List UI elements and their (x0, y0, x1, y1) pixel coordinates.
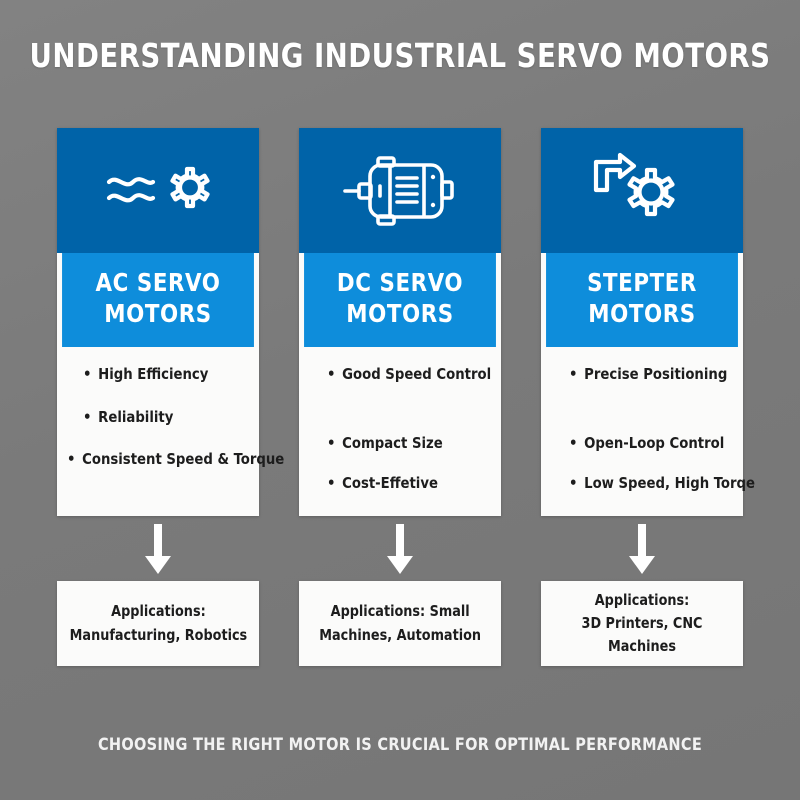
down-arrow-icon (629, 524, 655, 574)
list-item: Open-Loop Control (569, 434, 727, 453)
list-item: High Efficiency (83, 365, 243, 384)
application-box-stepper[interactable]: Applications: 3D Printers, CNC Machines (541, 581, 743, 666)
page-title: Understanding Industrial Servo Motors (29, 36, 771, 75)
motor-type-columns: AC SERVO MOTORS High Efficiency Reliabil… (57, 128, 755, 516)
arrow-head (629, 556, 655, 574)
card-title-line-2: MOTORS (104, 299, 212, 328)
application-text: Applications: Small Machines, Automation (319, 602, 481, 644)
dc-motor-icon (340, 155, 460, 227)
ac-waveform-gear-icon (103, 156, 213, 226)
card-body-ac-servo: High Efficiency Reliability Consistent S… (57, 347, 284, 516)
down-arrow-icon (387, 524, 413, 574)
down-arrow-icon (145, 524, 171, 574)
list-item: Low Speed, High Torqe (569, 474, 755, 493)
application-box-dc-servo[interactable]: Applications: Small Machines, Automation (299, 581, 501, 666)
card-icon-panel-stepper (541, 128, 743, 253)
arrow-slot-dc-servo (299, 524, 501, 576)
arrow-shaft (154, 524, 162, 558)
card-title-line-2: MOTORS (346, 299, 454, 328)
card-title-dc-servo: DC SERVO MOTORS (304, 253, 496, 347)
card-dc-servo[interactable]: DC SERVO MOTORS Good Speed Control Compa… (299, 128, 501, 516)
feature-list-ac-servo: High Efficiency Reliability Consistent S… (67, 365, 284, 469)
list-item: Precise Positioning (569, 365, 727, 384)
card-title-ac-servo: AC SERVO MOTORS (62, 253, 254, 347)
list-item: Compact Size (327, 434, 485, 453)
card-title-line-1: DC SERVO (336, 268, 464, 297)
feature-list-stepper: Precise Positioning Open-Loop Control Lo… (551, 365, 755, 493)
list-item: Cost-Effetive (327, 474, 485, 493)
arrow-slot-stepper (541, 524, 743, 576)
list-item: Good Speed Control (327, 365, 491, 384)
feature-list-dc-servo: Good Speed Control Compact Size Cost-Eff… (309, 365, 493, 493)
card-title-stepper: STEPTER MOTORS (546, 253, 738, 347)
application-box-ac-servo[interactable]: Applications: Manufacturing, Robotics (57, 581, 259, 666)
arrow-head (145, 556, 171, 574)
footer-tagline: Choosing the right motor is crucial for … (97, 735, 703, 755)
application-boxes: Applications: Manufacturing, Robotics Ap… (57, 581, 743, 666)
arrow-shaft (396, 524, 404, 558)
arrow-head (387, 556, 413, 574)
card-body-dc-servo: Good Speed Control Compact Size Cost-Eff… (299, 347, 501, 516)
card-ac-servo[interactable]: AC SERVO MOTORS High Efficiency Reliabil… (57, 128, 284, 516)
card-icon-panel-ac-servo (57, 128, 259, 253)
application-text: Applications: Manufacturing, Robotics (69, 602, 247, 644)
card-title-line-1: STEPTER (587, 268, 697, 297)
flow-arrows (57, 524, 743, 576)
list-item: Consistent Speed & Torque (67, 450, 284, 469)
arrow-shaft (638, 524, 646, 558)
card-icon-panel-dc-servo (299, 128, 501, 253)
card-title-line-1: AC SERVO (95, 268, 221, 297)
arrow-slot-ac-servo (57, 524, 259, 576)
card-body-stepper: Precise Positioning Open-Loop Control Lo… (541, 347, 755, 516)
card-stepper[interactable]: STEPTER MOTORS Precise Positioning Open-… (541, 128, 755, 516)
list-item: Reliability (83, 408, 243, 427)
step-arrow-gear-icon (590, 152, 694, 230)
card-title-line-2: MOTORS (588, 299, 696, 328)
application-text: Applications: 3D Printers, CNC Machines (581, 590, 703, 656)
